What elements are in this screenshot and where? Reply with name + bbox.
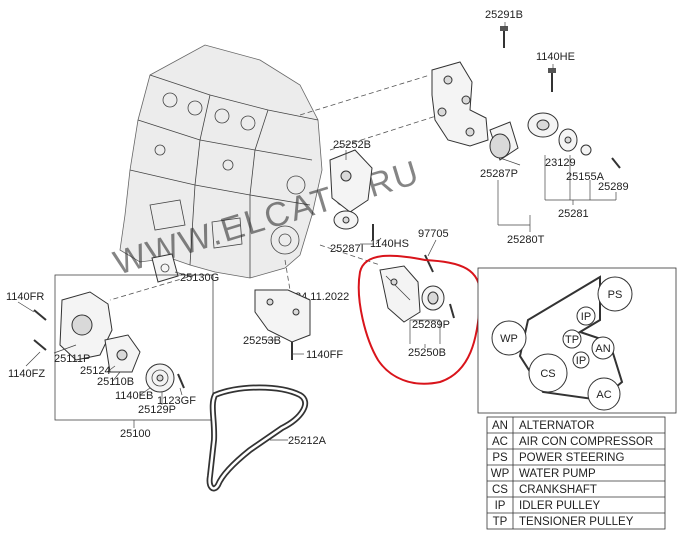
circle-cs: CS xyxy=(540,368,555,380)
label-1140HE: 1140HE xyxy=(536,51,575,63)
label-25253B: 25253B xyxy=(243,335,281,347)
part-labels: 25291B 1140HE 25252B 25287P 23129 25155A… xyxy=(6,9,629,447)
legend-desc: AIR CON COMPRESSOR xyxy=(519,436,653,448)
label-1140FZ: 1140FZ xyxy=(8,368,45,380)
belt-routing-diagram: PS WP IP TP AN CS IP AC xyxy=(477,267,677,414)
label-1140HS: 1140HS xyxy=(370,238,409,250)
drive-belt-25212A xyxy=(206,384,309,492)
label-25287P: 25287P xyxy=(480,168,518,180)
circle-wp: WP xyxy=(500,333,518,345)
legend-desc: WATER PUMP xyxy=(519,468,596,480)
circle-ps: PS xyxy=(608,289,623,301)
label-25289: 25289 xyxy=(598,181,629,193)
label-25250B: 25250B xyxy=(408,347,446,359)
label-1140FF: 1140FF xyxy=(306,349,343,361)
label-25281: 25281 xyxy=(558,208,589,220)
label-25110B: 25110B xyxy=(97,376,134,388)
label-25155A: 25155A xyxy=(566,171,605,183)
legend-code: AN xyxy=(492,420,508,432)
label-25100: 25100 xyxy=(120,428,151,440)
legend-code: CS xyxy=(492,484,508,496)
water-pump-group xyxy=(33,274,214,421)
mounting-bracket-assembly xyxy=(431,26,621,169)
label-25291B: 25291B xyxy=(485,9,523,21)
tensioner-assembly-25250B xyxy=(379,254,455,323)
legend-code: AC xyxy=(492,436,508,448)
label-25129P: 25129P xyxy=(138,404,176,416)
label-25280T: 25280T xyxy=(507,234,545,246)
legend-code: IP xyxy=(495,500,506,512)
legend-code: TP xyxy=(493,516,508,528)
bracket-25252B xyxy=(329,149,374,240)
circle-an: AN xyxy=(595,343,610,355)
legend-desc: CRANKSHAFT xyxy=(519,484,597,496)
label-97705: 97705 xyxy=(418,228,449,240)
label-25289P: 25289P xyxy=(412,319,450,331)
circle-ip-top: IP xyxy=(581,311,591,323)
bracket-25253B xyxy=(254,289,311,360)
legend-table: AN ALTERNATOR AC AIR CON COMPRESSOR PS P… xyxy=(486,416,666,530)
legend-desc: TENSIONER PULLEY xyxy=(519,516,634,528)
label-25287I: 25287I xyxy=(330,243,364,255)
label-1140EB: 1140EB xyxy=(115,390,153,402)
label-25111P: 25111P xyxy=(54,353,90,365)
label-25124: 25124 xyxy=(80,365,111,377)
legend-desc: ALTERNATOR xyxy=(519,420,594,432)
legend-code: WP xyxy=(491,468,510,480)
label-25212A: 25212A xyxy=(288,435,327,447)
engine-block xyxy=(119,44,323,279)
callout-lines xyxy=(17,22,617,441)
label-25252B: 25252B xyxy=(333,139,371,151)
legend-desc: POWER STEERING xyxy=(519,452,624,464)
label-23129: 23129 xyxy=(545,157,576,169)
circle-ip-bottom: IP xyxy=(576,355,586,367)
label-1123GF: 1123GF xyxy=(157,395,196,407)
circle-tp: TP xyxy=(565,334,579,346)
highlight-outline xyxy=(357,254,482,385)
circle-ac: AC xyxy=(596,389,611,401)
label-25130G: 25130G xyxy=(180,272,219,284)
label-1140FR: 1140FR xyxy=(6,291,44,303)
legend-desc: IDLER PULLEY xyxy=(519,500,601,512)
legend-code: PS xyxy=(492,452,508,464)
